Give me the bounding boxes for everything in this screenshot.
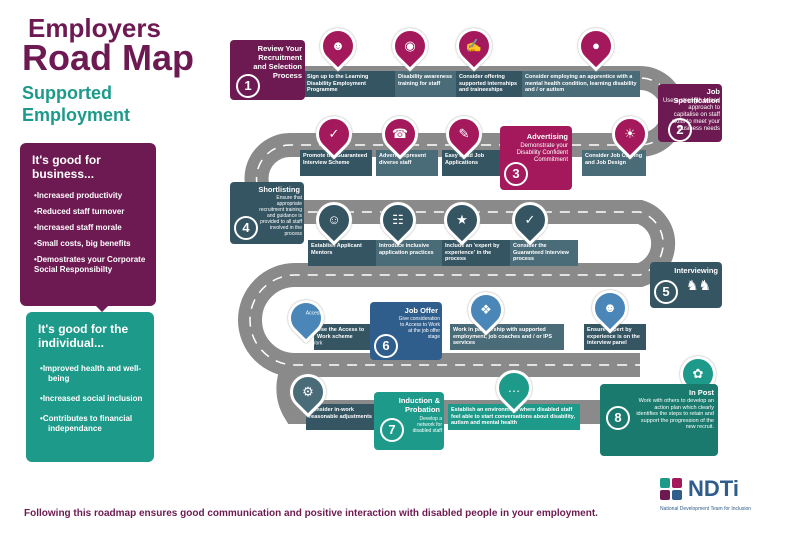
interview-icon: ♞♞ — [686, 277, 712, 293]
row5-item: Consider in-work reasonable adjustments — [306, 404, 376, 430]
step-3-number: 3 — [504, 162, 528, 186]
individual-item: Contributes to financial independance — [40, 414, 148, 434]
business-heading: It's good for business... — [32, 153, 101, 181]
step-8-text: Work with others to develop an action pl… — [636, 398, 714, 430]
step-2-title: Job Specification — [673, 87, 720, 105]
logo-square — [660, 490, 670, 500]
step-7-text: Develop a network for disabled staff — [412, 416, 442, 434]
subtitle: Supported Employment — [22, 83, 131, 125]
step-7-number: 7 — [380, 418, 404, 442]
row4-item: Work in partnership with supported emplo… — [450, 324, 564, 350]
business-item: Increased productivity — [34, 191, 150, 201]
step-6-text: Give consideration to Access to Work at … — [398, 316, 440, 340]
row2-item: Consider Job Carving and Job Design — [582, 150, 646, 176]
step-2-number: 2 — [668, 118, 692, 142]
step-8-card: In Post Work with others to develop an a… — [600, 384, 718, 456]
step-7-card: Induction & Probation Develop a network … — [374, 392, 444, 450]
step-8-title: In Post — [688, 388, 714, 397]
title-line2: Road Map — [22, 37, 195, 78]
step-4-number: 4 — [234, 216, 258, 240]
individual-item: Increased social inclusion — [40, 394, 148, 404]
step-4-card: Shortlisting Ensure that appropriate rec… — [230, 182, 304, 244]
row2-item: Easy Read Job Applications — [442, 150, 504, 176]
step-5-title: Interviewing — [674, 266, 718, 275]
logo-square — [672, 490, 682, 500]
logo-square — [660, 478, 670, 488]
title-line1: Employers — [28, 13, 161, 43]
row2-item: Adverts represent diverse staff — [376, 150, 438, 176]
step-2-card: Job Specification Use a strength based a… — [658, 84, 722, 142]
row1-item: Consider offering supported internships … — [456, 71, 522, 97]
row3-item: Introduce inclusive application practice… — [376, 240, 442, 266]
step-4-text: Ensure that appropriate recruitment trai… — [259, 195, 302, 237]
row1-item: Sign up to the Learning Disability Emplo… — [304, 71, 395, 97]
step-1-number: 1 — [236, 74, 260, 98]
row1-item: Disability awareness training for staff — [395, 71, 456, 97]
logo-square — [672, 478, 682, 488]
individual-item: Improved health and well-being — [40, 364, 148, 384]
row1-item: Consider employing an apprentice with a … — [522, 71, 640, 97]
step-3-text: Demonstrate your Disability Confident Co… — [516, 143, 568, 163]
business-item: Increased staff morale — [34, 223, 150, 233]
row3-item: Include an 'expert by experience' in the… — [442, 240, 510, 266]
step-6-title: Job Offer — [404, 306, 438, 315]
business-item: Reduced staff turnover — [34, 207, 150, 217]
ndti-logo: NDTi National Development Team for Inclu… — [660, 476, 790, 516]
business-panel: It's good for business... Increased prod… — [20, 143, 156, 306]
step-7-title: Induction & Probation — [398, 396, 440, 414]
row3-item: Establish Applicant Mentors — [308, 240, 376, 266]
business-item: Demostrates your Corporate Social Respon… — [34, 255, 150, 275]
logo-name: NDTi — [688, 476, 739, 501]
business-item: Small costs, big benefits — [34, 239, 150, 249]
row1-band: Sign up to the Learning Disability Emplo… — [300, 66, 640, 97]
row3-item: Consider the Guaranteed Interview proces… — [510, 240, 578, 266]
footer-text: Following this roadmap ensures good comm… — [24, 508, 598, 519]
individual-heading: It's good for the individual... — [38, 322, 129, 350]
step-2-text: Use a strength based approach to capital… — [662, 98, 720, 132]
step-6-card: Job Offer Give consideration to Access t… — [370, 302, 442, 360]
row4-item: Use the Access to Work scheme — [314, 324, 370, 350]
step-5-number: 5 — [654, 280, 678, 304]
step-1-card: Review Your Recruitment and Selection Pr… — [230, 40, 305, 100]
step-3-card: Advertising Demonstrate your Disability … — [500, 126, 572, 190]
step-8-number: 8 — [606, 406, 630, 430]
panel-notch — [92, 302, 112, 312]
individual-panel: It's good for the individual... Improved… — [26, 312, 154, 462]
logo-caption: National Development Team for Inclusion — [660, 506, 752, 512]
pin-label: Access to Work — [305, 310, 328, 347]
step-3-title: Advertising — [526, 132, 568, 141]
step-5-card: Interviewing 5 ♞♞ — [650, 262, 722, 308]
step-4-title: Shortlisting — [258, 185, 300, 194]
step-1-title: Review Your Recruitment and Selection Pr… — [253, 44, 302, 80]
step-6-number: 6 — [374, 334, 398, 358]
